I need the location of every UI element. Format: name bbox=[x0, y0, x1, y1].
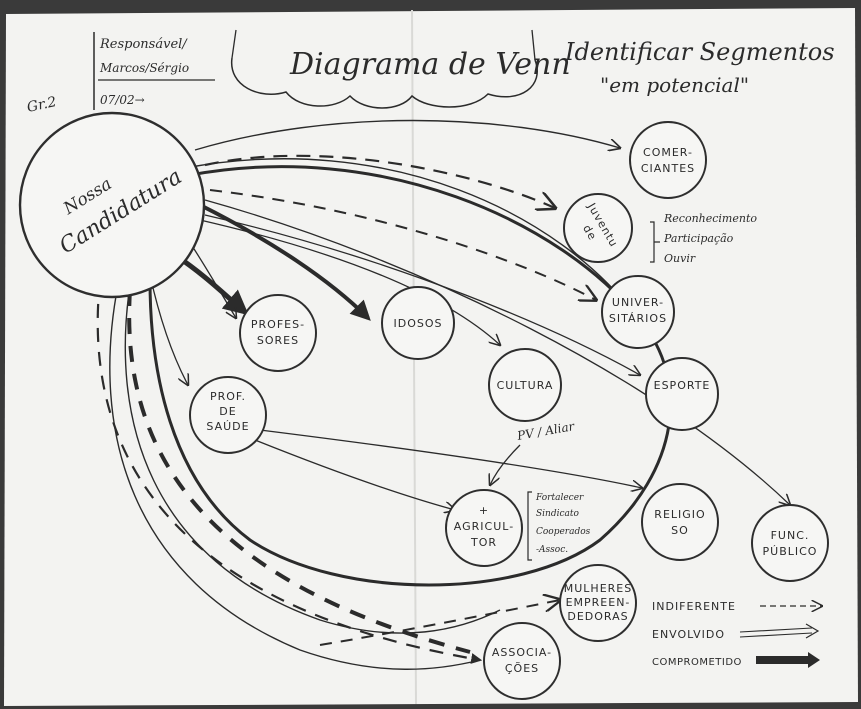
note-line: Fortalecer bbox=[535, 493, 584, 503]
node-label: + bbox=[479, 504, 489, 517]
node-label: CULTURA bbox=[497, 379, 554, 392]
arrow-to-associacoes bbox=[96, 279, 483, 664]
node-label: PROF. bbox=[210, 390, 246, 403]
node-label: SITÁRIOS bbox=[609, 312, 667, 325]
page-title: Diagrama de Venn bbox=[289, 47, 571, 82]
node-label: SO bbox=[671, 524, 689, 537]
note-line: Participação bbox=[663, 232, 734, 245]
legend-comprometido: COMPROMETIDO bbox=[652, 652, 820, 668]
node-universitarios: UNIVER- SITÁRIOS bbox=[601, 275, 675, 349]
note-juventude: Reconhecimento Participação Ouvir bbox=[650, 212, 757, 265]
node-label: SORES bbox=[257, 334, 299, 347]
header: Gr.2 Responsável/ Marcos/Sérgio 07/02→ D… bbox=[26, 29, 835, 116]
node-label: DE bbox=[219, 405, 236, 418]
date-label: 07/02→ bbox=[100, 93, 145, 107]
responsible-names: Marcos/Sérgio bbox=[99, 61, 189, 75]
node-label: IDOSOS bbox=[394, 317, 443, 330]
node-label: PÚBLICO bbox=[763, 545, 818, 558]
subtitle-line1: Identificar Segmentos bbox=[564, 38, 835, 66]
connections bbox=[96, 119, 790, 664]
legend: INDIFERENTE ENVOLVIDO COMPROMETIDO bbox=[652, 600, 822, 668]
note-line: Ouvir bbox=[664, 252, 696, 265]
node-label: UNIVER- bbox=[612, 296, 664, 309]
node-label: SAÚDE bbox=[206, 420, 249, 433]
node-label: RELIGIO bbox=[654, 508, 705, 521]
legend-label-indiferente: INDIFERENTE bbox=[652, 600, 736, 613]
subtitle-line2: "em potencial" bbox=[600, 73, 749, 97]
arrow-to-esporte bbox=[204, 214, 640, 375]
node-label: PROFES- bbox=[251, 318, 305, 331]
arrow-to-cultura bbox=[199, 219, 500, 345]
node-idosos: IDOSOS bbox=[381, 286, 455, 360]
node-label: AGRICUL- bbox=[454, 520, 514, 533]
arrow-to-juventude bbox=[204, 154, 555, 208]
arrow-pv-to-agricultor bbox=[490, 444, 521, 485]
arrow-to-func-publico bbox=[204, 199, 790, 505]
responsible-label: Responsável/ bbox=[99, 37, 188, 52]
node-label: ÇÕES bbox=[505, 662, 539, 675]
legend-indiferente: INDIFERENTE bbox=[652, 600, 822, 613]
node-cultura: CULTURA bbox=[488, 348, 562, 422]
node-juventude: Juventu de bbox=[563, 193, 633, 263]
node-label: FUNC. bbox=[771, 529, 810, 542]
node-agricultor: + AGRICUL- TOR bbox=[445, 489, 523, 567]
arrow-to-comerciantes bbox=[194, 119, 620, 151]
arrow-to-mulheres bbox=[319, 600, 560, 646]
node-label: TOR bbox=[470, 536, 497, 549]
arrow-to-universitarios bbox=[209, 189, 596, 300]
title-cloud bbox=[231, 57, 538, 109]
node-label: COMER- bbox=[643, 146, 693, 159]
node-esporte: ESPORTE bbox=[645, 357, 719, 431]
node-prof-saude: PROF. DE SAÚDE bbox=[189, 376, 267, 454]
node-mulheres: MULHERES EMPREEN- DEDORAS bbox=[559, 564, 637, 642]
group-label: Gr.2 bbox=[26, 94, 58, 116]
arrow-to-idosos bbox=[199, 203, 371, 321]
node-comerciantes: COMER- CIANTES bbox=[629, 121, 707, 199]
node-label: DEDORAS bbox=[567, 610, 628, 623]
node-label: ESPORTE bbox=[654, 379, 711, 392]
node-religioso: RELIGIO SO bbox=[641, 483, 719, 561]
envelope-loops bbox=[109, 158, 673, 670]
node-associacoes: ASSOCIA- ÇÕES bbox=[483, 622, 561, 700]
note-line: Cooperados bbox=[536, 527, 591, 537]
node-label: ASSOCIA- bbox=[492, 646, 552, 659]
node-professores: PROFES- SORES bbox=[239, 294, 317, 372]
center-node: Nossa Candidatura bbox=[18, 111, 206, 299]
arrow-to-agricultor bbox=[254, 439, 455, 510]
note-line: -Assoc. bbox=[536, 545, 568, 555]
node-label: MULHERES bbox=[564, 582, 632, 595]
node-label: EMPREEN- bbox=[566, 596, 631, 609]
legend-label-comprometido: COMPROMETIDO bbox=[652, 657, 742, 668]
arrow-to-religioso bbox=[259, 429, 642, 488]
note-agricultor: Fortalecer Sindicato Cooperados -Assoc. bbox=[527, 491, 591, 561]
note-line: Reconhecimento bbox=[663, 212, 757, 225]
note-line: Sindicato bbox=[536, 509, 580, 519]
node-label: CIANTES bbox=[641, 162, 695, 175]
legend-label-envolvido: ENVOLVIDO bbox=[652, 628, 725, 641]
node-func-publico: FUNC. PÚBLICO bbox=[751, 504, 829, 582]
arrow-to-prof-saude bbox=[149, 274, 188, 385]
legend-envolvido: ENVOLVIDO bbox=[652, 623, 820, 641]
